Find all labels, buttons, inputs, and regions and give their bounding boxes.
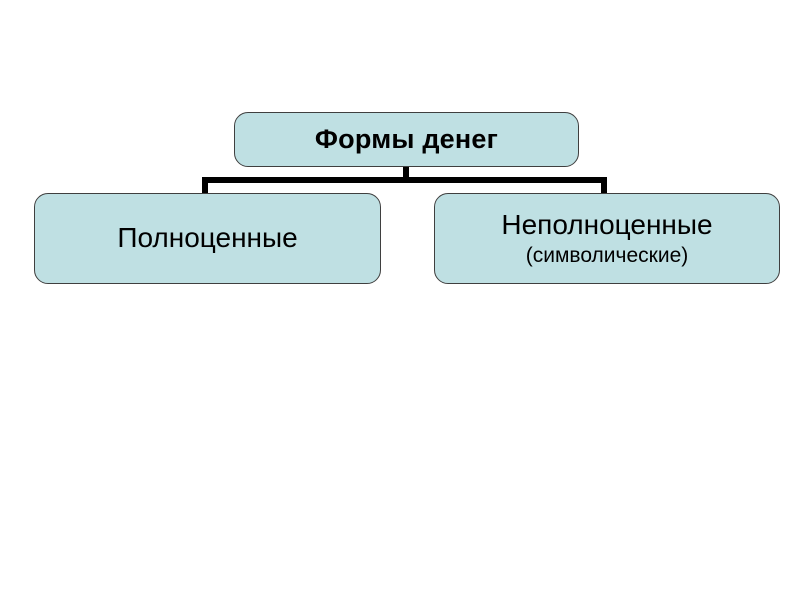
node-root[interactable]: Формы денег bbox=[234, 112, 579, 167]
node-child-token-money-label: Неполноценные bbox=[501, 209, 713, 241]
node-child-token-money-sublabel: (символические) bbox=[525, 243, 689, 267]
node-root-label: Формы денег bbox=[314, 123, 499, 154]
connector-horizontal-bus bbox=[202, 177, 607, 183]
node-child-full-value-label: Полноценные bbox=[117, 222, 298, 254]
node-child-full-value[interactable]: Полноценные bbox=[34, 193, 381, 284]
node-child-token-money[interactable]: Неполноценные (символические) bbox=[434, 193, 780, 284]
